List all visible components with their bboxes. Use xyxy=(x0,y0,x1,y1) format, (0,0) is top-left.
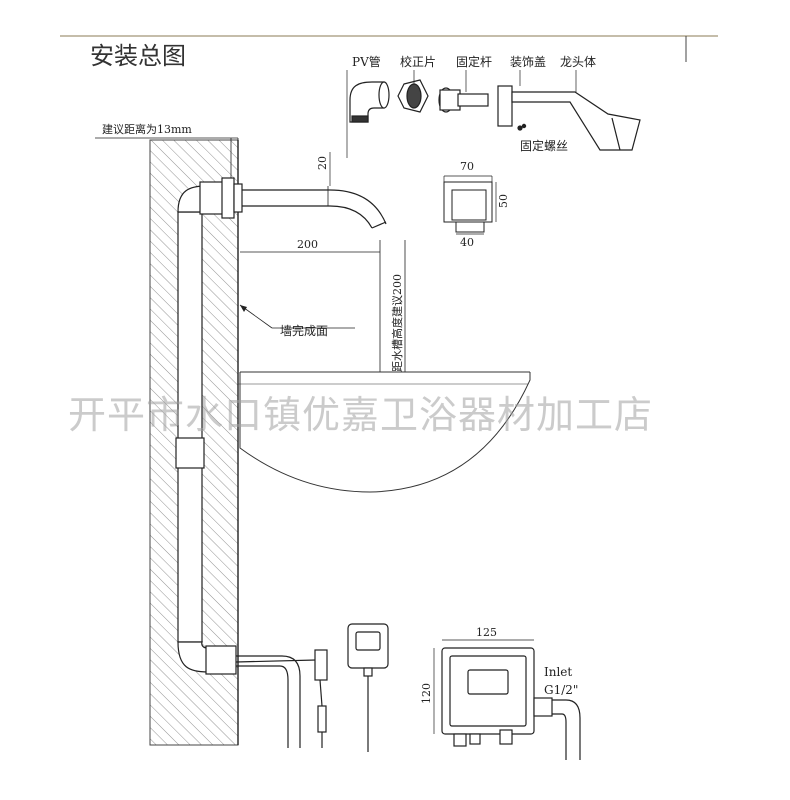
sink-height-label: 距水槽高度建议200 xyxy=(390,274,404,372)
wall-pipe xyxy=(175,177,243,675)
cover-plate-drawing xyxy=(443,175,497,235)
dim-box-width: 125 xyxy=(476,626,497,639)
part-pv-pipe-label: PV管 xyxy=(352,54,381,69)
spout-side-view xyxy=(242,186,387,229)
suggested-distance-label: 建议距离为13mm xyxy=(102,122,192,136)
part-fixing-screw-label: 固定螺丝 xyxy=(520,138,568,153)
dim-cover-width: 70 xyxy=(460,160,474,173)
dim-cover-depth: 40 xyxy=(460,236,474,249)
power-adapter xyxy=(347,623,389,752)
wall-surface-label: 墙完成面 xyxy=(280,323,328,338)
supply-hose xyxy=(235,649,328,748)
dim-box-height: 120 xyxy=(420,683,433,704)
part-decor-cover-label: 装饰盖 xyxy=(510,55,546,69)
dim-spout-reach: 200 xyxy=(297,238,318,251)
part-faucet-body-label: 龙头体 xyxy=(560,55,596,69)
inlet-size-label: G1/2" xyxy=(544,683,578,697)
dim-cover-height: 50 xyxy=(497,194,510,208)
sink-basin xyxy=(238,371,531,493)
dim-spout-drop: 20 xyxy=(316,156,329,170)
part-adjust-piece-label: 校正片 xyxy=(400,54,436,69)
inlet-label: Inlet xyxy=(544,665,572,679)
diagram-title: 安装总图 xyxy=(90,42,186,70)
control-box xyxy=(441,647,581,760)
exploded-parts xyxy=(349,79,641,151)
part-fixing-rod-label: 固定杆 xyxy=(456,54,492,69)
